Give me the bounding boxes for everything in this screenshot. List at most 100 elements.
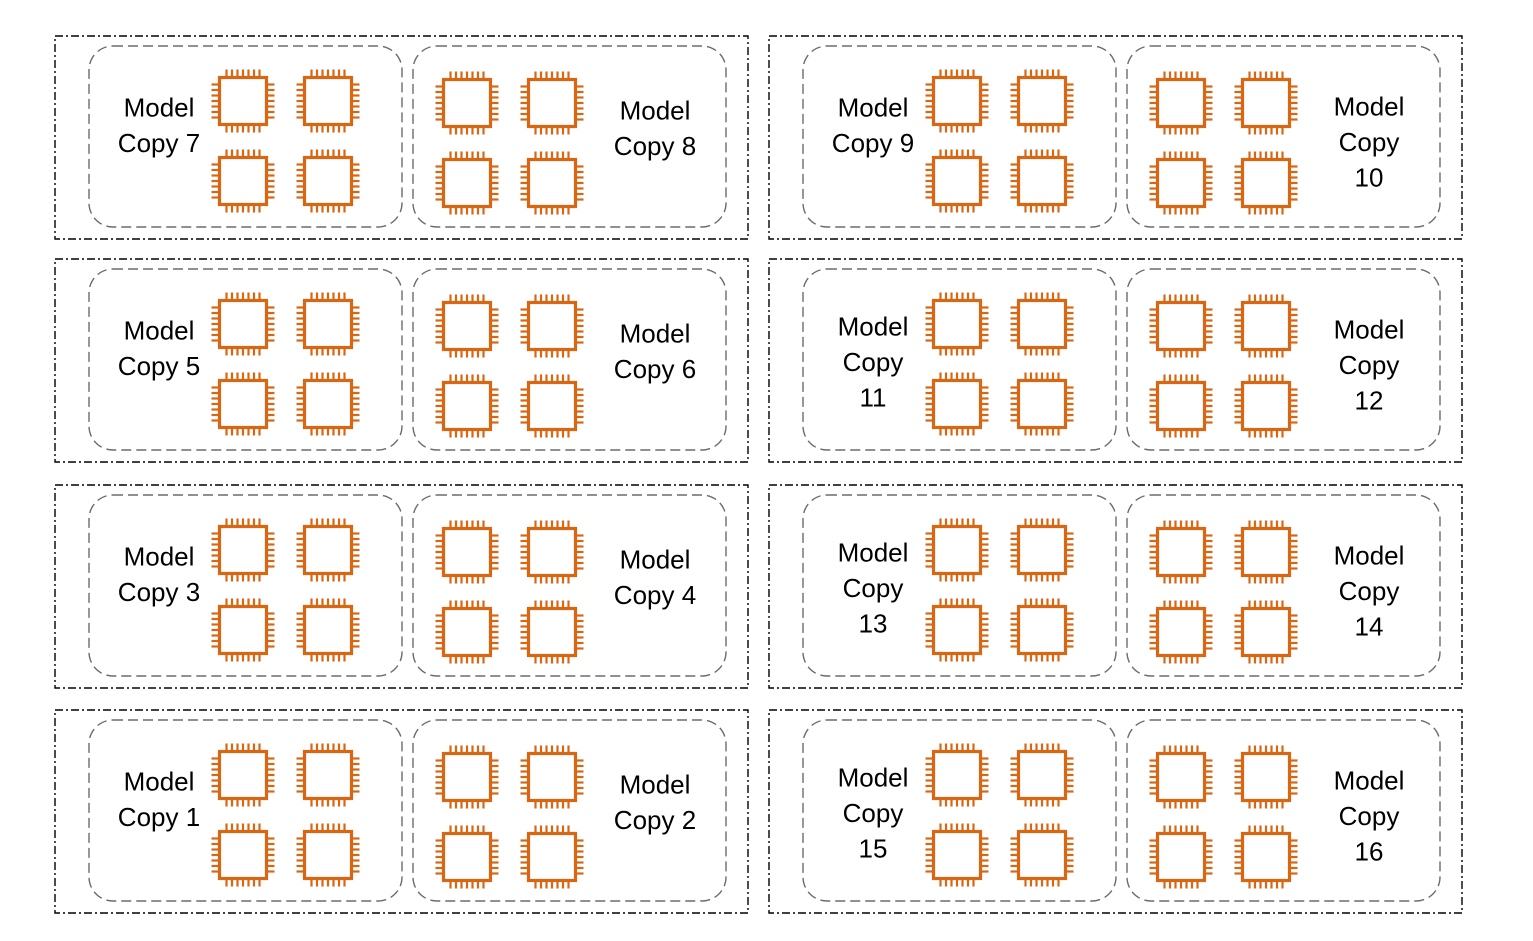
model-copy-group-border bbox=[1126, 719, 1441, 902]
cpu-chip-icon bbox=[1010, 598, 1074, 662]
cpu-chip-icon bbox=[1010, 823, 1074, 887]
model-copy-group-border bbox=[412, 268, 727, 451]
model-copy-label-line: Copy 4 bbox=[614, 580, 696, 610]
model-copy-label-line: Model bbox=[124, 766, 195, 796]
cpu-chip-icon bbox=[1010, 149, 1074, 213]
model-copy-group-border bbox=[88, 268, 403, 451]
cpu-chip-icon bbox=[211, 518, 275, 582]
cpu-chip-icon bbox=[435, 745, 499, 809]
model-copy-group-border bbox=[412, 494, 727, 677]
model-copy-label-line: Model bbox=[838, 92, 909, 122]
cpu-chip-icon bbox=[1149, 151, 1213, 215]
cpu-chip-icon bbox=[925, 823, 989, 887]
cpu-chip-icon bbox=[1010, 372, 1074, 436]
cpu-chip-icon bbox=[1149, 520, 1213, 584]
cpu-chip-icon bbox=[520, 520, 584, 584]
model-copy-label-line: Model bbox=[620, 95, 691, 125]
cpu-chip-icon bbox=[435, 520, 499, 584]
cpu-chip-icon bbox=[925, 69, 989, 133]
model-copy-label-line: 13 bbox=[859, 609, 888, 639]
model-copy-label-line: Copy 8 bbox=[614, 131, 696, 161]
model-copy-label-line: Copy bbox=[843, 798, 904, 828]
cpu-chip-icon bbox=[1010, 743, 1074, 807]
cpu-chip-icon bbox=[520, 600, 584, 664]
cpu-chip-icon bbox=[1234, 374, 1298, 438]
model-copy-label-line: Model bbox=[124, 92, 195, 122]
model-copy-group-border bbox=[802, 494, 1117, 677]
cpu-chip-icon bbox=[296, 598, 360, 662]
cpu-chip-icon bbox=[1149, 374, 1213, 438]
cpu-chip-icon bbox=[211, 149, 275, 213]
model-copy-label-line: Copy 9 bbox=[832, 128, 914, 158]
model-copy-label-line: Model bbox=[838, 312, 909, 342]
model-copy-label-line: Copy bbox=[1339, 350, 1400, 380]
cpu-chip-icon bbox=[520, 745, 584, 809]
model-copy-group-border bbox=[1126, 494, 1441, 677]
model-copy-group-border bbox=[88, 494, 403, 677]
cpu-chip-icon bbox=[211, 372, 275, 436]
cpu-chip-icon bbox=[925, 598, 989, 662]
cpu-chip-icon bbox=[925, 149, 989, 213]
model-copy-label-line: Copy bbox=[1339, 127, 1400, 157]
cpu-chip-icon bbox=[435, 71, 499, 135]
cpu-chip-icon bbox=[296, 149, 360, 213]
model-copy-label-line: Model bbox=[1334, 92, 1405, 122]
model-copy-label-line: Model bbox=[1334, 315, 1405, 345]
model-copy-label-line: Copy 1 bbox=[118, 802, 200, 832]
cpu-chip-icon bbox=[296, 292, 360, 356]
model-copy-label-line: Copy bbox=[1339, 801, 1400, 831]
cpu-chip-icon bbox=[925, 518, 989, 582]
cpu-chip-icon bbox=[520, 825, 584, 889]
model-copy-group-border bbox=[802, 719, 1117, 902]
model-copy-label-line: Copy bbox=[843, 347, 904, 377]
cpu-chip-icon bbox=[1234, 600, 1298, 664]
model-copy-label-line: 10 bbox=[1355, 163, 1384, 193]
cpu-chip-icon bbox=[1234, 745, 1298, 809]
cpu-chip-icon bbox=[1149, 600, 1213, 664]
cpu-chip-icon bbox=[520, 151, 584, 215]
model-copy-group-border bbox=[88, 719, 403, 902]
model-copy-label-line: Model bbox=[838, 538, 909, 568]
cpu-chip-icon bbox=[211, 598, 275, 662]
model-copy-label-line: Model bbox=[620, 318, 691, 348]
cpu-chip-icon bbox=[296, 518, 360, 582]
cpu-chip-icon bbox=[520, 374, 584, 438]
cpu-chip-icon bbox=[296, 743, 360, 807]
model-copy-label-line: 14 bbox=[1355, 612, 1384, 642]
model-copy-group-border bbox=[802, 45, 1117, 228]
cpu-chip-icon bbox=[435, 825, 499, 889]
cpu-chip-icon bbox=[520, 294, 584, 358]
cpu-chip-icon bbox=[1234, 520, 1298, 584]
cpu-chip-icon bbox=[925, 292, 989, 356]
model-copy-group-border bbox=[1126, 268, 1441, 451]
model-copy-label-line: Copy bbox=[1339, 576, 1400, 606]
model-copy-label-line: Model bbox=[838, 763, 909, 793]
model-copy-label-line: Model bbox=[1334, 541, 1405, 571]
model-copy-label-line: 16 bbox=[1355, 837, 1384, 867]
model-copy-label-line: Model bbox=[124, 315, 195, 345]
cpu-chip-icon bbox=[296, 372, 360, 436]
model-copy-label-line: 11 bbox=[860, 383, 887, 413]
cpu-chip-icon bbox=[435, 600, 499, 664]
